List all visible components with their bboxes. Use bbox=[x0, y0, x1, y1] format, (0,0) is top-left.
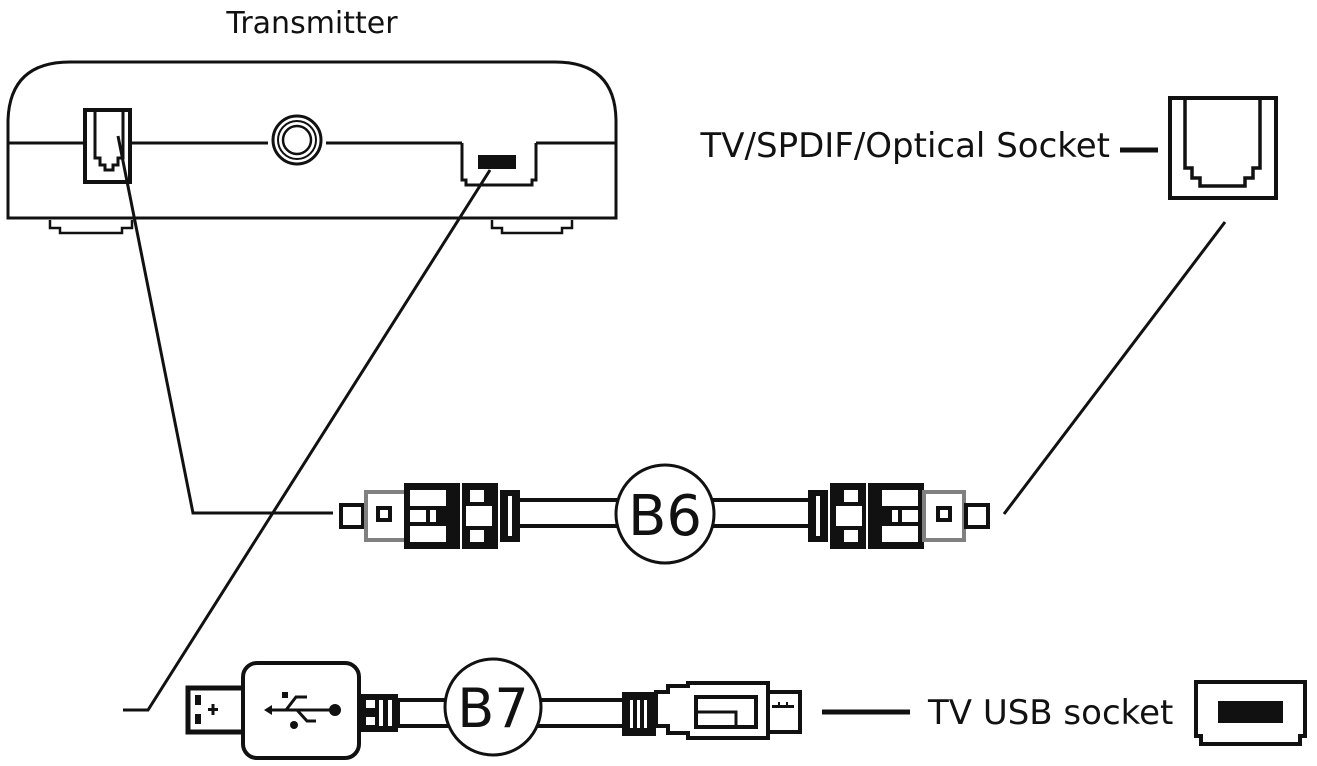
optical-port-icon bbox=[83, 108, 132, 184]
cable-badge-b7: B7 bbox=[443, 657, 543, 757]
usb-symbol-icon bbox=[264, 692, 341, 729]
optical-socket-label: TV/SPDIF/Optical Socket bbox=[700, 126, 1111, 166]
optical-socket-lead-line bbox=[1002, 221, 1227, 515]
cable-badge-b6: B6 bbox=[614, 463, 716, 565]
optical-plug-right bbox=[808, 483, 990, 549]
connector-lines bbox=[116, 135, 1227, 715]
transmitter-title: Transmitter bbox=[225, 6, 398, 41]
optical-plug-left bbox=[339, 483, 520, 549]
cable-label-b7: B7 bbox=[457, 677, 528, 740]
optical-lead-line bbox=[116, 135, 333, 515]
transmitter-foot-right bbox=[490, 220, 574, 235]
usb-mini-plug bbox=[622, 681, 802, 740]
cable-label-b6: B6 bbox=[628, 484, 702, 549]
usb-port-icon bbox=[460, 143, 538, 187]
usb-a-plug bbox=[185, 661, 398, 760]
transmitter-foot-left bbox=[48, 220, 134, 235]
usb-cable-b7: B7 bbox=[185, 657, 802, 760]
optical-cable-b6: B6 bbox=[339, 463, 990, 565]
usb-socket-icon bbox=[1194, 680, 1307, 746]
usb-socket-label: TV USB socket bbox=[927, 693, 1173, 733]
audio-jack-icon bbox=[271, 114, 323, 166]
optical-socket-icon bbox=[1168, 96, 1278, 200]
usb-lead-line bbox=[123, 169, 492, 712]
